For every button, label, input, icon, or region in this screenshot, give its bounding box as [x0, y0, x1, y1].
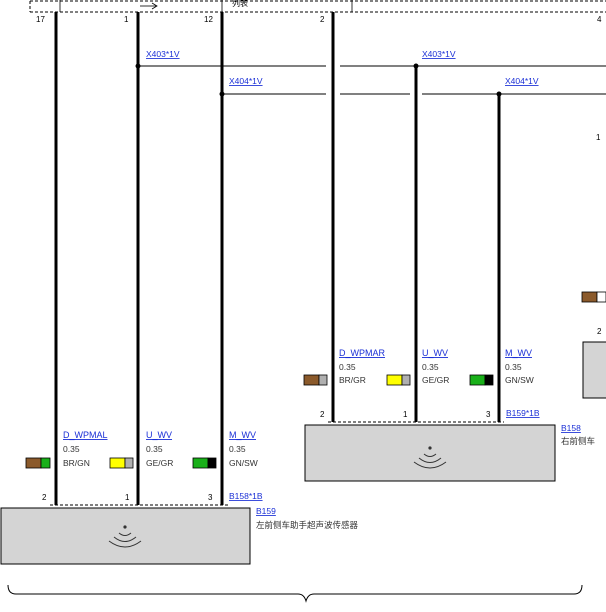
pin-label: 3: [486, 410, 491, 419]
splice-label-left-x403[interactable]: X403*1V: [146, 49, 180, 59]
component-id-left[interactable]: B159: [256, 506, 276, 516]
top-pin-label: 2: [320, 15, 325, 24]
top-pin-label: 17: [36, 15, 45, 24]
wire-color-label: GN/SW: [229, 458, 258, 468]
wire-color-label: GE/GR: [422, 375, 449, 385]
pin-label: 1: [403, 410, 408, 419]
far-right-pin-lower: 2: [597, 327, 602, 336]
far-right-color-swatch: [581, 291, 606, 303]
pin-label: 3: [208, 493, 213, 502]
pin-label: 1: [125, 493, 130, 502]
signal-label-right-d-wpmar[interactable]: D_WPMAR: [339, 348, 386, 358]
component-name-right: 右前侧车: [561, 436, 595, 446]
splice-label-right-x403[interactable]: X403*1V: [422, 49, 456, 59]
pin-label: 2: [320, 410, 325, 419]
wire-color-label: GN/SW: [505, 375, 534, 385]
connector-ref-left[interactable]: B158*1B: [229, 491, 263, 501]
component-name-left: 左前侧车助手超声波传感器: [256, 520, 359, 530]
splice-dot: [219, 91, 225, 97]
splice-dot: [496, 91, 502, 97]
top-connector-fragment: 列表: [232, 0, 248, 8]
top-pin-label: 1: [124, 15, 129, 24]
wire-color-swatch-br-gn: [25, 457, 51, 469]
top-pin-label: 12: [204, 15, 213, 24]
splice-label-left-x404[interactable]: X404*1V: [229, 76, 263, 86]
splice-dot: [413, 63, 419, 69]
gauge-label: 0.35: [339, 362, 356, 372]
wire-color-swatch-br-gr: [303, 374, 328, 386]
signal-label-left-m-wv[interactable]: M_WV: [229, 430, 256, 440]
ultrasonic-wave-icon: [108, 525, 142, 548]
gauge-label: 0.35: [229, 444, 246, 454]
wire-color-label: GE/GR: [146, 458, 173, 468]
far-right-sensor-body: [582, 341, 606, 399]
wire-color-swatch-ge-gr: [386, 374, 411, 386]
component-id-right[interactable]: B158: [561, 423, 581, 433]
far-right-pin-upper: 1: [596, 133, 601, 142]
group-brace: [7, 584, 583, 603]
wire-color-label: BR/GR: [339, 375, 366, 385]
right-sensor-body: [304, 424, 556, 482]
gauge-label: 0.35: [63, 444, 80, 454]
splice-label-right-x404[interactable]: X404*1V: [505, 76, 539, 86]
gauge-label: 0.35: [146, 444, 163, 454]
pin-label: 2: [42, 493, 47, 502]
gauge-label: 0.35: [422, 362, 439, 372]
gauge-label: 0.35: [505, 362, 522, 372]
wire-color-swatch-gn-sw: [469, 374, 494, 386]
wire-color-swatch-gn-sw: [192, 457, 217, 469]
signal-label-left-d-wpmal[interactable]: D_WPMAL: [63, 430, 108, 440]
signal-label-right-u-wv[interactable]: U_WV: [422, 348, 448, 358]
ultrasonic-wave-icon: [413, 446, 447, 469]
top-connector-arrow-icon: [140, 2, 158, 10]
top-pin-label: 4: [597, 15, 602, 24]
signal-label-right-m-wv[interactable]: M_WV: [505, 348, 532, 358]
wire-color-label: BR/GN: [63, 458, 90, 468]
connector-ref-right[interactable]: B159*1B: [506, 408, 540, 418]
signal-label-left-u-wv[interactable]: U_WV: [146, 430, 172, 440]
wire-color-swatch-ge-gr: [109, 457, 134, 469]
splice-dot: [135, 63, 141, 69]
